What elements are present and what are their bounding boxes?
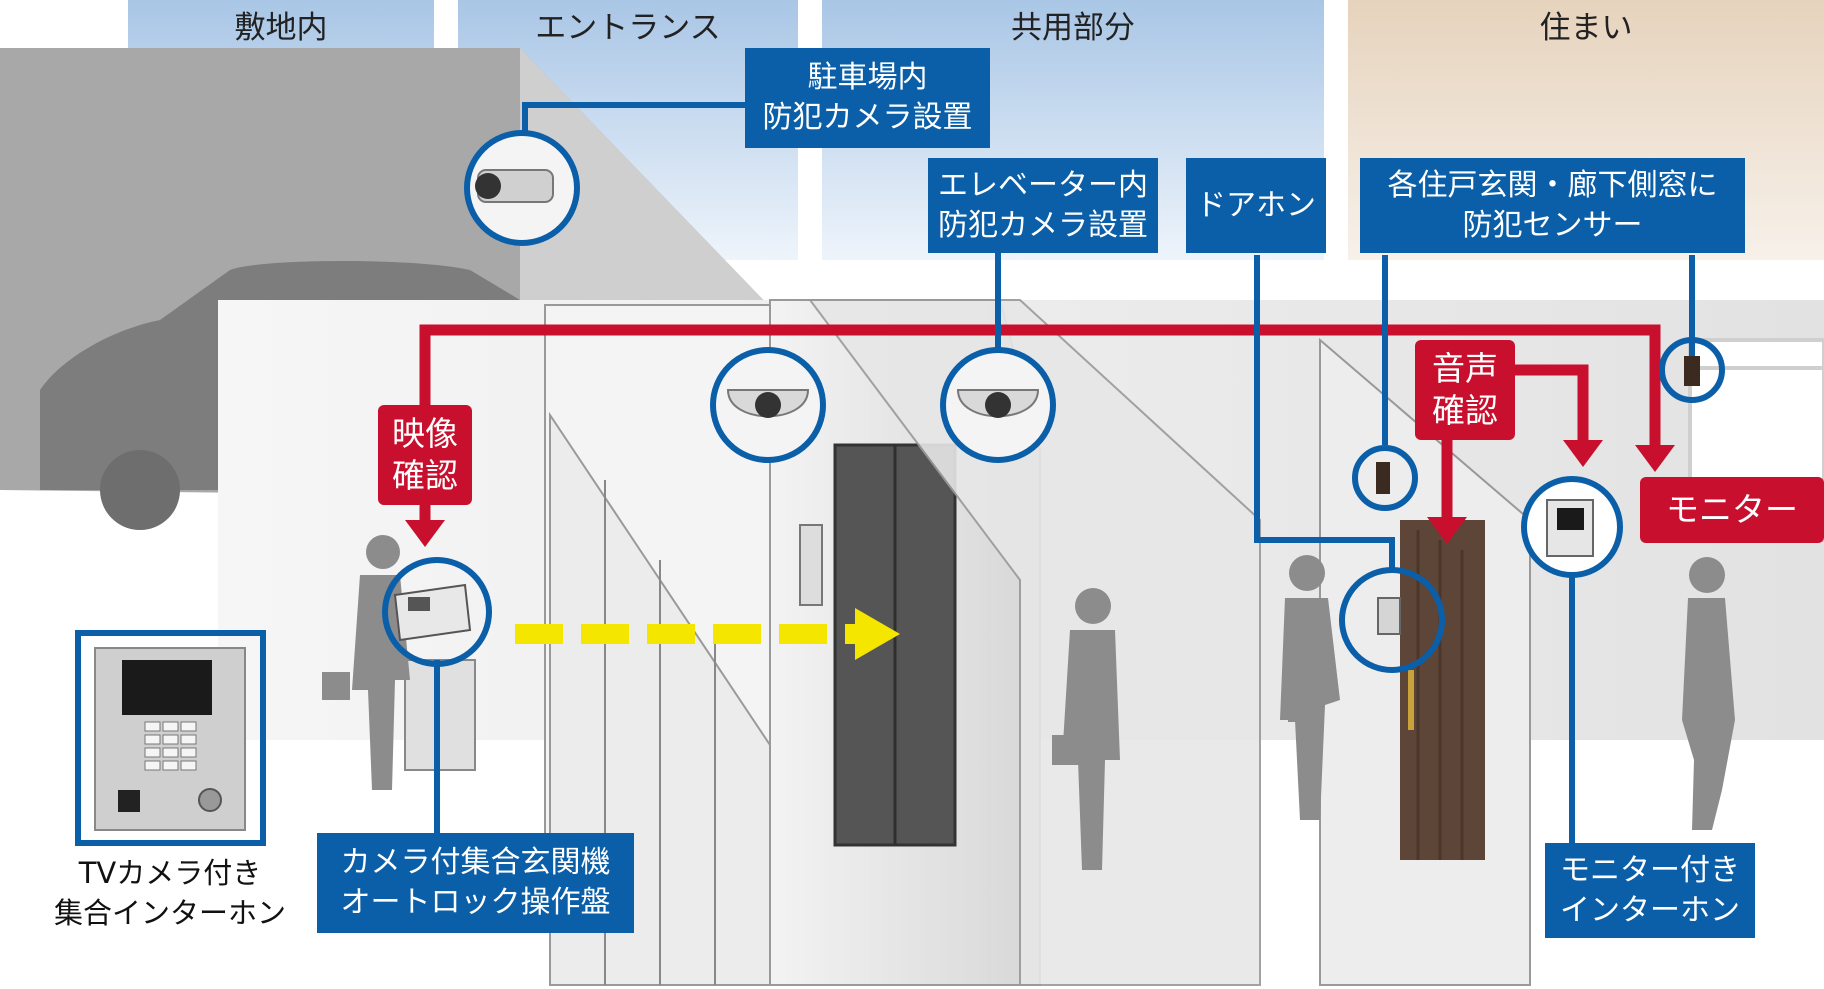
monitor-icon xyxy=(1521,476,1623,578)
callout-doorphone: ドアホン xyxy=(1186,158,1326,253)
callout-autolock-panel: カメラ付集合玄関機オートロック操作盤 xyxy=(317,833,634,933)
sensor-icon xyxy=(1352,445,1418,511)
red-arrowhead xyxy=(1635,445,1675,472)
security-camera-icon xyxy=(464,130,580,246)
person-silhouette xyxy=(322,535,410,790)
label-audio-check: 音声確認 xyxy=(1415,340,1515,440)
zone-label-premises: 敷地内 xyxy=(234,10,328,46)
keypad-icon xyxy=(382,557,492,667)
entry-path-arrowhead xyxy=(855,608,900,660)
callout-elevator-camera: エレベーター内防犯カメラ設置 xyxy=(928,158,1158,253)
dome-camera-icon xyxy=(940,347,1056,463)
zone-label-residence: 住まい xyxy=(1539,10,1633,46)
callout-connector xyxy=(434,102,1695,850)
elevator-button-plate xyxy=(799,524,823,606)
label-monitor: モニター xyxy=(1640,477,1824,543)
common-partition xyxy=(808,299,1261,986)
car-wheel xyxy=(100,450,180,530)
person-silhouette xyxy=(1280,555,1340,820)
door-handle xyxy=(1408,670,1414,730)
callout-monitor-intercom: モニター付きインターホン xyxy=(1545,843,1755,938)
dome-camera-icon xyxy=(710,347,826,463)
sensor-icon xyxy=(1659,337,1725,403)
red-arrowhead xyxy=(405,520,445,547)
label-video-check: 映像確認 xyxy=(378,405,472,505)
intercom-reader xyxy=(118,790,140,812)
zone-label-entrance: エントランス xyxy=(535,10,721,46)
caption-tv-intercom: TVカメラ付き 集合インターホン xyxy=(53,856,286,930)
callout-parking-camera: 駐車場内防犯カメラ設置 xyxy=(745,48,990,148)
intercom-speaker xyxy=(198,788,222,812)
intercom-keypad xyxy=(144,721,197,771)
tv-intercom-frame xyxy=(75,630,266,846)
red-arrowhead xyxy=(1427,517,1467,544)
intercom-screen xyxy=(122,660,212,715)
red-arrowhead xyxy=(1563,440,1603,467)
person-silhouette xyxy=(1052,588,1120,870)
zone-label-common: 共用部分 xyxy=(1011,10,1135,46)
callout-security-sensor: 各住戸玄関・廊下側窓に防犯センサー xyxy=(1360,158,1745,253)
person-silhouette xyxy=(1682,557,1735,830)
doorphone-icon xyxy=(1339,567,1445,673)
